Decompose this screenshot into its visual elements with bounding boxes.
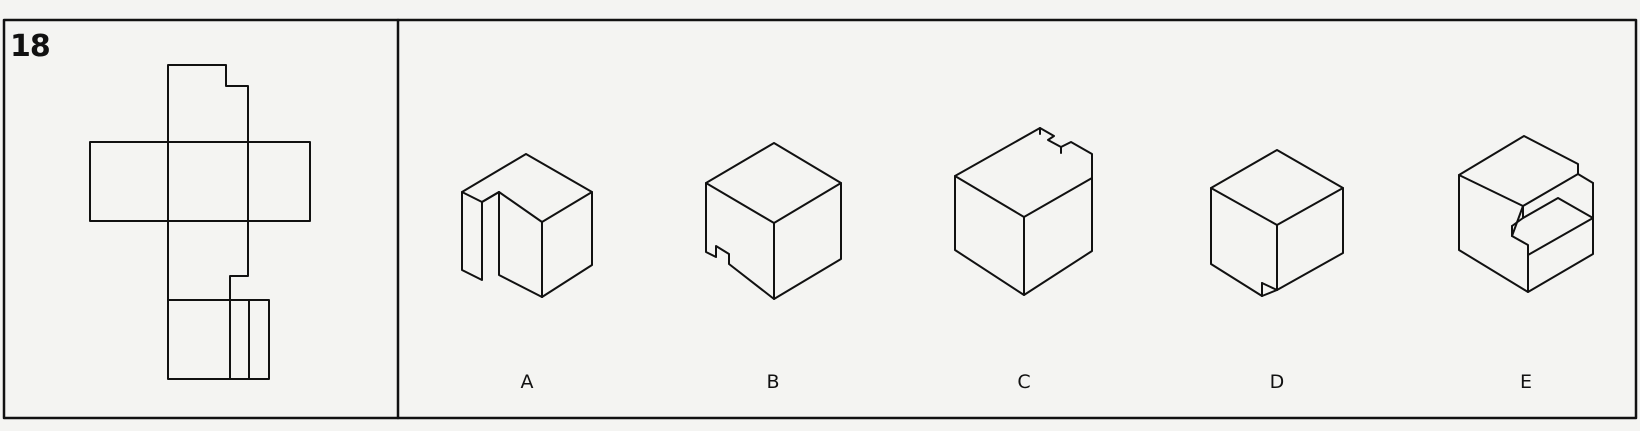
choice-label-b: B bbox=[766, 371, 780, 393]
net-right-face bbox=[247, 141, 311, 222]
choice-label-d: D bbox=[1269, 371, 1285, 393]
cube-net bbox=[89, 64, 311, 380]
option-b-cube bbox=[705, 142, 842, 300]
option-d-cube bbox=[1210, 149, 1344, 297]
net-center-face bbox=[167, 141, 249, 222]
question-number: 18 bbox=[10, 29, 51, 64]
option-c-cube bbox=[954, 127, 1093, 296]
choice-label-e: E bbox=[1519, 371, 1532, 393]
choice-label-a: A bbox=[520, 371, 534, 393]
option-a-cube bbox=[461, 153, 593, 298]
net-lower-face bbox=[167, 220, 249, 301]
net-left-face bbox=[89, 141, 169, 222]
choice-label-c: C bbox=[1017, 371, 1031, 393]
net-top-face bbox=[167, 64, 249, 143]
net-bottom-face bbox=[167, 299, 270, 380]
outer-frame bbox=[2, 18, 1638, 420]
option-e-cube bbox=[1458, 135, 1594, 293]
